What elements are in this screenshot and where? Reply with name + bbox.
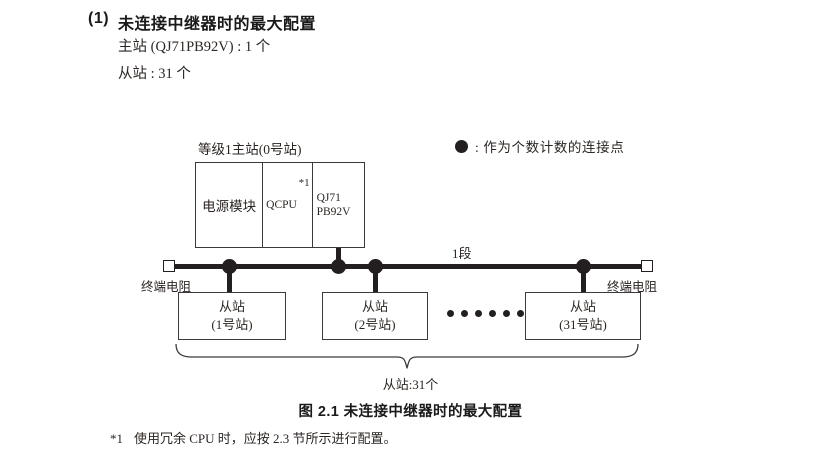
module-cell-power-supply: 电源模块 [196,163,264,247]
segment-label: 1段 [452,246,472,261]
bus-trunk-line [172,264,648,269]
slave-count-label: 从站:31个 [382,377,439,392]
slave-station-number: (1号站) [211,317,253,332]
slave-drop-line [227,266,232,292]
slave-station-box: 从站 (1号站) [178,292,286,340]
terminating-resistor-right [641,260,653,272]
module-label-cpu: QCPU [266,199,297,211]
slave-station-number: (2号站) [354,317,396,332]
footnote-marker: *1 [110,431,123,446]
footnote-marker-cpu: *1 [298,177,310,189]
terminating-resistor-right-label: 终端电阻 [607,280,658,294]
module-label-power-supply: 电源模块 [202,199,257,214]
master-station-caption: 等级1主站(0号站) [198,142,302,157]
module-cell-network: QJ71 PB92V [313,163,364,247]
slave-drop-line [373,266,378,292]
ellipsis-dot [475,310,482,317]
ellipsis-dot [461,310,468,317]
footnote: *1 使用冗余 CPU 时，应按 2.3 节所示进行配置。 [110,428,397,447]
slave-station-box: 从站 (2号站) [322,292,428,340]
figure-caption: 图 2.1 未连接中继器时的最大配置 [298,404,523,420]
module-cell-cpu: QCPU *1 [263,163,313,247]
slave-count-brace [172,343,642,375]
ellipsis-dot [503,310,510,317]
master-drop-line [336,248,341,266]
footnote-text: 使用冗余 CPU 时，应按 2.3 节所示进行配置。 [134,431,397,446]
terminating-resistor-left [163,260,175,272]
spec-master-station: 主站 (QJ71PB92V) : 1 个 [118,39,271,55]
slave-drop-line [581,266,586,292]
connection-point-dot [331,259,346,274]
slave-station-name: 从站 [569,299,596,315]
module-label-network: QJ71 PB92V [317,191,351,220]
ellipsis-dot [489,310,496,317]
ellipsis-dot [447,310,454,317]
spec-slave-station: 从站 : 31 个 [118,66,191,82]
terminating-resistor-left-label: 终端电阻 [141,280,192,294]
page-title: 未连接中继器时的最大配置 [118,16,317,33]
module-label-network-line1: QJ71 [316,191,341,204]
filled-circle-icon [455,139,468,153]
slave-station-number: (31号站) [559,317,607,332]
brace-icon [175,343,639,369]
ellipsis-dot [517,310,524,317]
ellipsis-dots [447,310,524,317]
slave-station-name: 从站 [361,299,388,315]
master-station-module: 电源模块 QCPU *1 QJ71 PB92V [195,162,365,248]
legend: : 作为个数计数的连接点 [455,136,624,156]
slave-station-name: 从站 [218,299,245,315]
legend-label: : 作为个数计数的连接点 [475,140,625,155]
heading-number: (1) [88,10,110,27]
slave-station-box: 从站 (31号站) [525,292,641,340]
module-label-network-line2: PB92V [316,206,351,218]
